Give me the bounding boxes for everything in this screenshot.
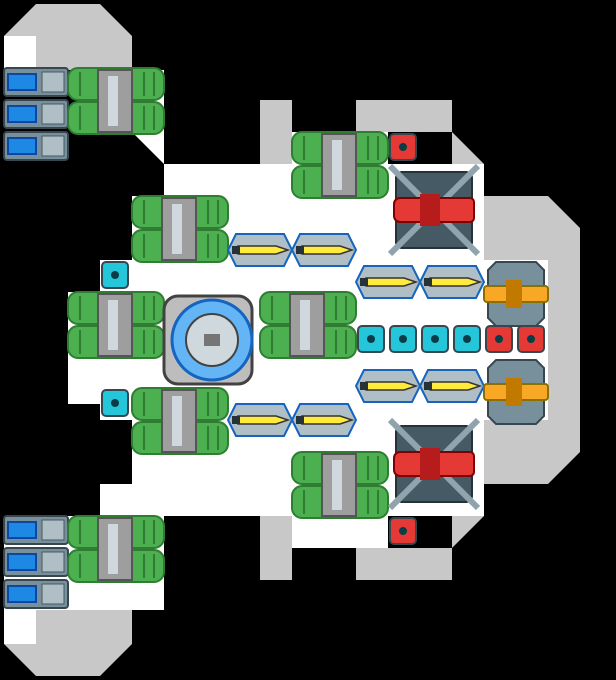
generator-module xyxy=(259,291,357,359)
cockpit-module xyxy=(162,294,254,386)
thruster-module xyxy=(3,131,69,161)
cyan-block xyxy=(453,325,481,353)
missile-pod xyxy=(290,233,358,267)
missile-pod xyxy=(354,265,422,299)
red-block xyxy=(485,325,513,353)
red-block xyxy=(517,325,545,353)
red-block xyxy=(389,133,417,161)
generator-module xyxy=(67,67,165,135)
missile-pod xyxy=(418,369,486,403)
cyan-block xyxy=(101,261,129,289)
thruster-module xyxy=(3,547,69,577)
missile-pod xyxy=(226,233,294,267)
gold-cannon xyxy=(483,359,549,425)
cyan-block xyxy=(421,325,449,353)
generator-module xyxy=(67,291,165,359)
generator-module xyxy=(131,387,229,455)
red-block xyxy=(389,517,417,545)
thruster-module xyxy=(3,67,69,97)
missile-pod xyxy=(354,369,422,403)
gold-cannon xyxy=(483,261,549,327)
thruster-module xyxy=(3,99,69,129)
cyan-block xyxy=(357,325,385,353)
generator-module xyxy=(291,131,389,199)
missile-pod xyxy=(418,265,486,299)
missile-pod xyxy=(290,403,358,437)
missile-pod xyxy=(226,403,294,437)
generator-module xyxy=(67,515,165,583)
cyan-block xyxy=(389,325,417,353)
thruster-module xyxy=(3,515,69,545)
red-turret xyxy=(387,163,481,257)
generator-module xyxy=(291,451,389,519)
cyan-block xyxy=(101,389,129,417)
thruster-module xyxy=(3,579,69,609)
red-turret xyxy=(387,417,481,511)
generator-module xyxy=(131,195,229,263)
